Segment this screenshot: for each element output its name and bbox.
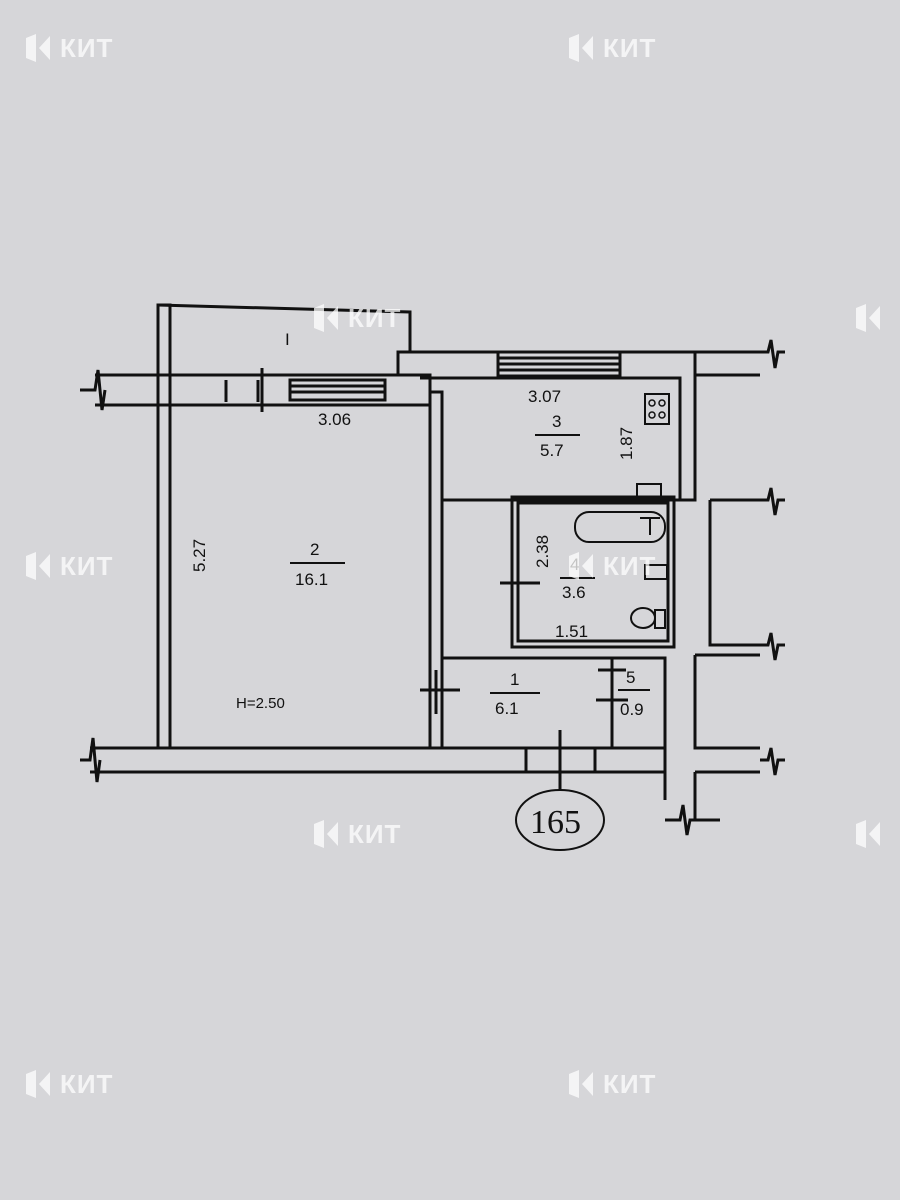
watermark-text: КИТ bbox=[348, 302, 402, 333]
watermark-text: КИТ bbox=[603, 32, 657, 63]
bathtub bbox=[574, 511, 666, 543]
break-marks bbox=[80, 339, 785, 836]
kit-logo-icon bbox=[569, 34, 593, 62]
room-2-number: 2 bbox=[310, 540, 319, 559]
wall-room2-right bbox=[428, 390, 444, 750]
kit-logo-icon bbox=[856, 304, 880, 332]
room-4-area: 3.6 bbox=[562, 583, 586, 602]
wall-right-outer bbox=[680, 350, 697, 502]
stove bbox=[644, 393, 670, 425]
kit-logo-icon bbox=[26, 1070, 50, 1098]
kit-logo-icon bbox=[856, 820, 880, 848]
toilet bbox=[630, 607, 656, 629]
apartment-number-ring bbox=[515, 789, 605, 851]
kit-logo-icon bbox=[26, 552, 50, 580]
watermark-text: КИТ bbox=[603, 550, 657, 581]
dim-room2-width: 3.06 bbox=[318, 410, 351, 429]
dim-room2-length: 5.27 bbox=[190, 539, 209, 572]
kit-logo-icon bbox=[569, 1070, 593, 1098]
watermark-text: КИТ bbox=[603, 1068, 657, 1099]
watermark: КИТ bbox=[310, 302, 401, 334]
room-3-area: 5.7 bbox=[540, 441, 564, 460]
watermark: КИТ bbox=[565, 550, 656, 582]
room-3-number: 3 bbox=[552, 412, 561, 431]
watermark: КИТ bbox=[22, 1068, 113, 1100]
kit-logo-icon bbox=[314, 820, 338, 848]
dim-room3-width: 3.07 bbox=[528, 387, 561, 406]
watermark: КИТ bbox=[565, 32, 656, 64]
kit-logo-icon bbox=[26, 34, 50, 62]
room-1-area: 6.1 bbox=[495, 699, 519, 718]
room-1-number: 1 bbox=[510, 670, 519, 689]
watermark-text: КИТ bbox=[60, 550, 114, 581]
watermark: КИТ bbox=[22, 32, 113, 64]
kit-logo-icon bbox=[314, 304, 338, 332]
wall-room3 bbox=[442, 376, 682, 502]
watermark-text: КИТ bbox=[348, 818, 402, 849]
room-5-area: 0.9 bbox=[620, 700, 644, 719]
watermark-text: КИТ bbox=[60, 1068, 114, 1099]
wall-room1 bbox=[442, 656, 667, 748]
kit-logo-icon bbox=[569, 552, 593, 580]
wall-bottom bbox=[90, 746, 667, 774]
wall-room4-outer bbox=[510, 495, 676, 649]
balcony-label: I bbox=[285, 330, 290, 349]
watermark bbox=[852, 818, 884, 850]
wall-left bbox=[156, 303, 172, 750]
dim-room4-length: 2.38 bbox=[533, 535, 552, 568]
watermark: КИТ bbox=[22, 550, 113, 582]
watermark: КИТ bbox=[565, 1068, 656, 1100]
sink-kitchen bbox=[636, 483, 662, 499]
washbasin bbox=[644, 564, 668, 580]
watermark: КИТ bbox=[310, 818, 401, 850]
room-5-number: 5 bbox=[626, 668, 635, 687]
window-room2 bbox=[288, 378, 387, 402]
room-2-area: 16.1 bbox=[295, 570, 328, 589]
watermark-text: КИТ bbox=[60, 32, 114, 63]
apartment-number: 165 bbox=[530, 804, 581, 841]
ceiling-height: H=2.50 bbox=[236, 695, 285, 712]
dim-room3-length: 1.87 bbox=[617, 427, 636, 460]
watermark bbox=[852, 302, 884, 334]
dim-room4-width: 1.51 bbox=[555, 622, 588, 641]
